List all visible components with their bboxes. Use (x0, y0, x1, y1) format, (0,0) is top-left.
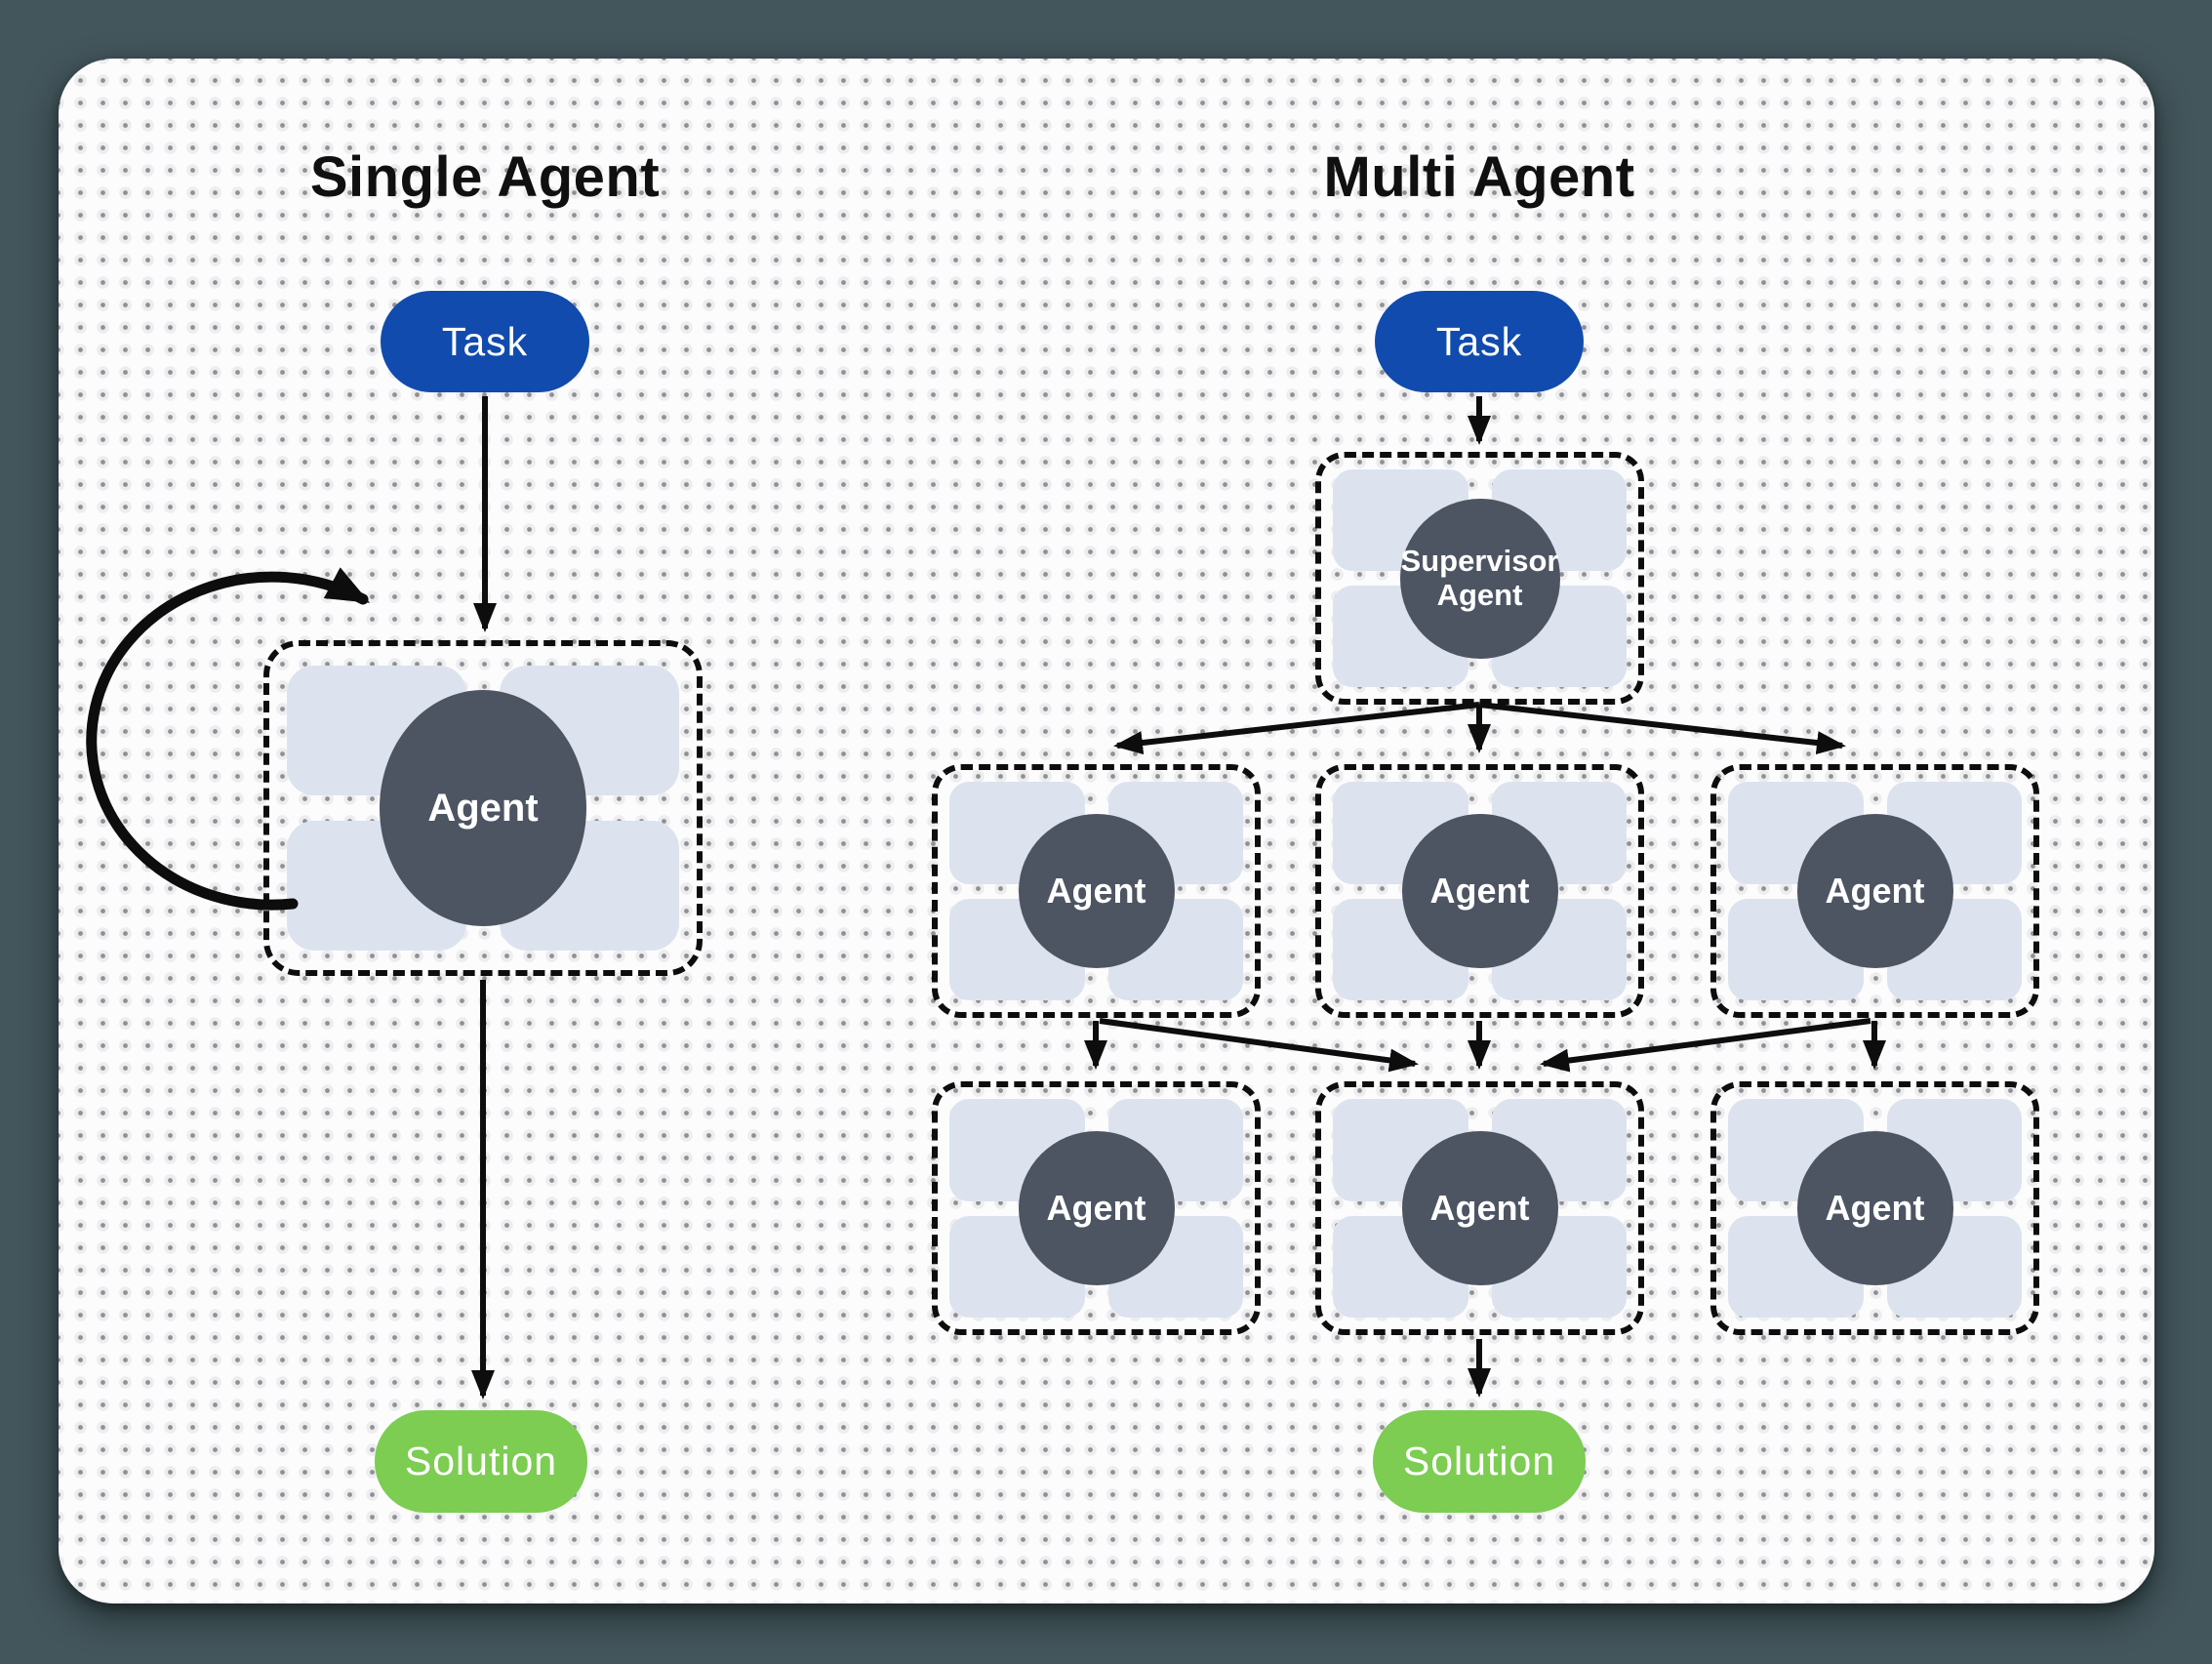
agent-box-row2-middle: Agent (1315, 1081, 1644, 1335)
agent-circle: Agent (1796, 1131, 1953, 1285)
multi-task-pill: Task (1375, 291, 1584, 392)
multi-solution-pill: Solution (1373, 1410, 1586, 1513)
single-agent-circle: Agent (380, 690, 586, 926)
agent-box-row1-left: Agent (932, 764, 1261, 1018)
supervisor-agent-box: Supervisor Agent (1315, 452, 1644, 705)
agent-box-row2-right: Agent (1710, 1081, 2039, 1335)
single-agent-box: Agent (263, 640, 703, 976)
agent-circle: Agent (1796, 814, 1953, 968)
supervisor-label-line2: Agent (1436, 577, 1523, 612)
agent-box-row2-left: Agent (932, 1081, 1261, 1335)
single-solution-pill: Solution (375, 1410, 587, 1513)
multi-agent-title: Multi Agent (1323, 145, 1635, 209)
agent-box-row1-right: Agent (1710, 764, 2039, 1018)
single-task-pill: Task (381, 291, 589, 392)
agent-circle: Agent (1018, 814, 1175, 968)
agent-circle: Agent (1401, 814, 1558, 968)
supervisor-label-line1: Supervisor (1400, 543, 1559, 578)
agent-circle: Agent (1018, 1131, 1175, 1285)
agent-box-row1-middle: Agent (1315, 764, 1644, 1018)
single-agent-title: Single Agent (309, 145, 661, 209)
agent-circle: Agent (1401, 1131, 1558, 1285)
supervisor-agent-circle: Supervisor Agent (1399, 498, 1560, 659)
